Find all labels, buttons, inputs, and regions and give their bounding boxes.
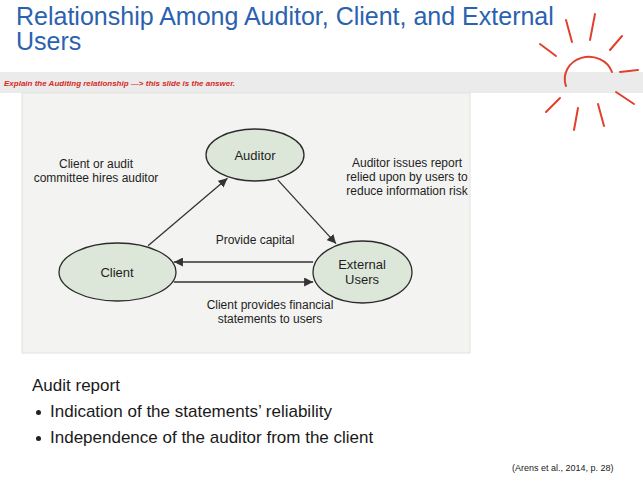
sun-ray bbox=[574, 108, 578, 130]
section-heading: Audit report bbox=[32, 376, 120, 396]
grey-band bbox=[0, 72, 643, 93]
sun-ray bbox=[598, 104, 604, 126]
entity-ellipse: Auditor bbox=[205, 128, 305, 182]
slide-title: Relationship Among Auditor, Client, and … bbox=[16, 4, 556, 54]
entity-ellipse: Client bbox=[58, 242, 177, 302]
arrow-label: Client provides financial statements to … bbox=[192, 298, 348, 326]
node-label: Auditor bbox=[224, 148, 287, 163]
bullet-item: Indication of the statements’ reliabilit… bbox=[50, 402, 332, 422]
sun-doodle bbox=[540, 14, 638, 130]
entity-ellipse: External Users bbox=[312, 240, 413, 304]
sun-ray bbox=[590, 14, 595, 40]
flow-arrow bbox=[174, 261, 313, 262]
sun-ray bbox=[540, 44, 556, 56]
sun-ray bbox=[616, 92, 634, 104]
bullet-dot bbox=[36, 410, 41, 415]
arrow-label: Auditor issues report relied upon by use… bbox=[346, 156, 468, 198]
sun-ray bbox=[610, 36, 622, 50]
sun-ray bbox=[566, 20, 572, 42]
arrow-label: Client or audit committee hires auditor bbox=[32, 157, 160, 185]
bullet-dot bbox=[36, 436, 41, 441]
figure-ground bbox=[22, 93, 470, 353]
citation: (Arens et al., 2014, p. 28) bbox=[512, 463, 614, 474]
node-label: Client bbox=[79, 265, 155, 280]
arrow-label: Provide capital bbox=[195, 233, 315, 247]
node-label: External Users bbox=[330, 257, 394, 287]
sun-ray bbox=[546, 98, 560, 112]
sun-circle bbox=[565, 57, 612, 86]
flow-arrow bbox=[174, 281, 313, 282]
flow-arrow bbox=[148, 178, 227, 245]
bullet-item: Independence of the auditor from the cli… bbox=[50, 428, 373, 448]
handwritten-note: Explain the Auditing relationship —> thi… bbox=[4, 79, 235, 89]
sun-ray bbox=[620, 70, 638, 72]
